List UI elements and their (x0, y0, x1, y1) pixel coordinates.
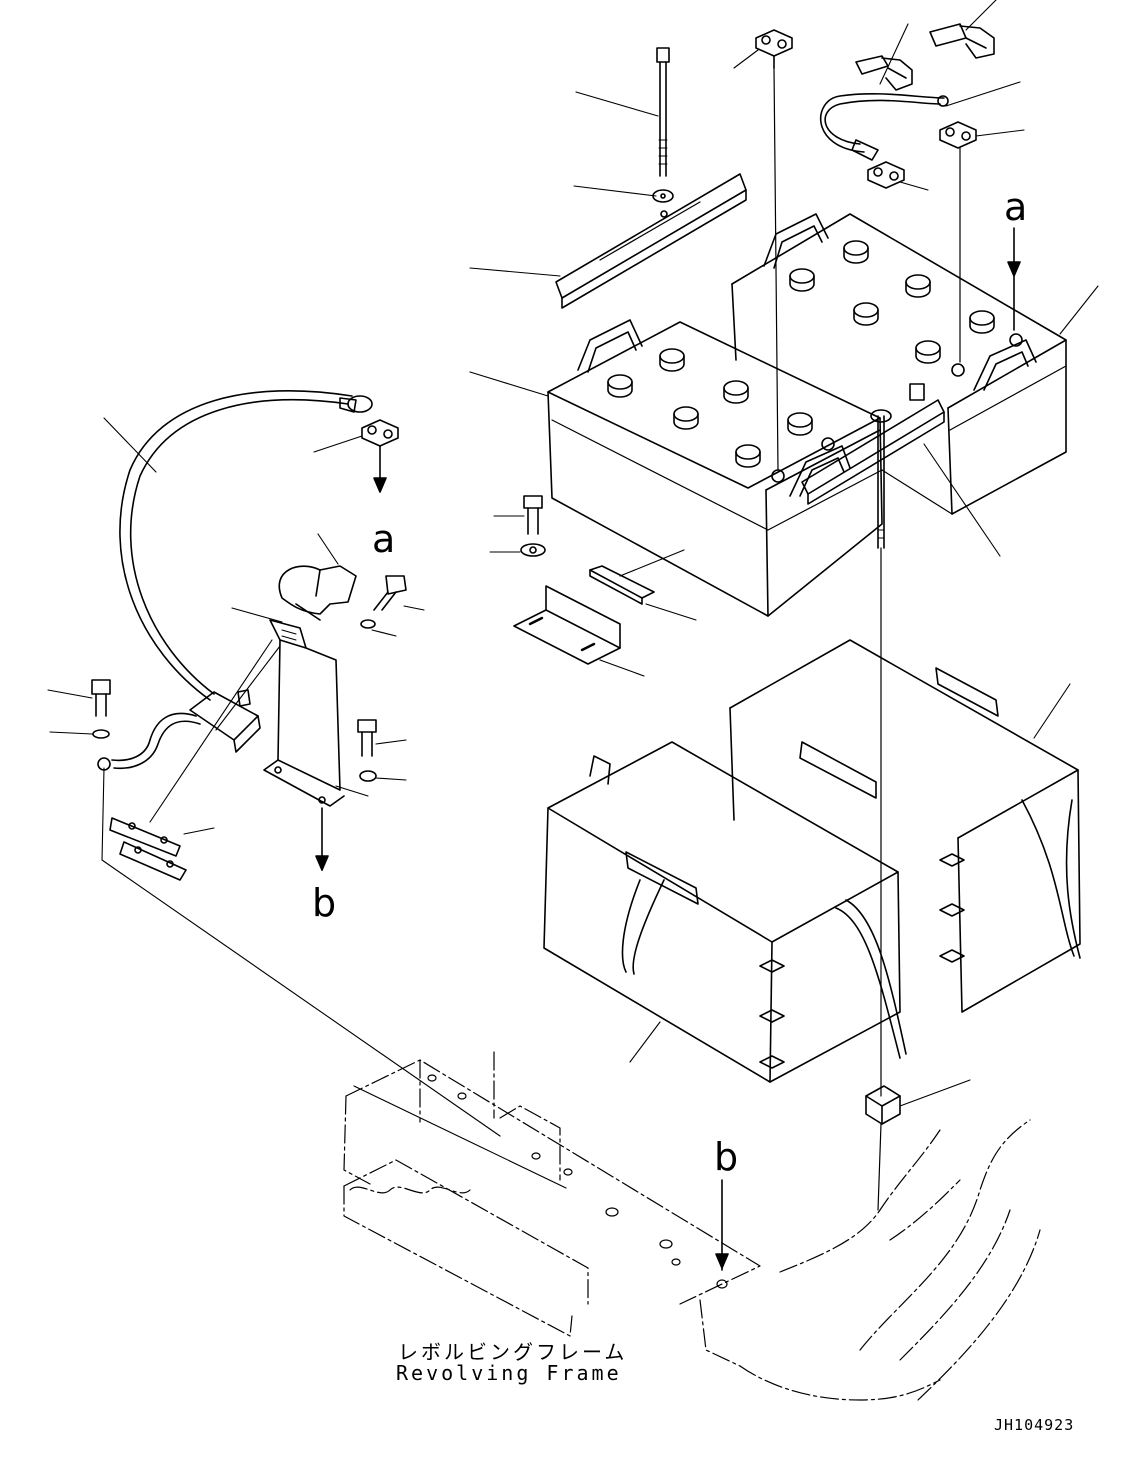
battery-front-handle-right (789, 445, 851, 497)
battery-rear-caps (789, 240, 995, 364)
terminal-clamp-middle (867, 161, 905, 189)
leader-lines (47, 0, 1099, 1189)
relay-bracket (263, 619, 345, 807)
battery-cover-rear (729, 639, 1081, 1013)
battery-rear (731, 213, 1067, 515)
ref-label-b-left: b (312, 881, 337, 925)
j-bolt-left (652, 47, 674, 203)
battery-front-handle-left (577, 319, 643, 373)
battery-front (547, 319, 883, 617)
ref-label-b-right: b (714, 1135, 739, 1179)
bracket-bolt-right (357, 719, 377, 782)
frame-label-japanese: レボルビングフレーム (398, 1340, 628, 1364)
left-bolt-upper (91, 679, 111, 739)
relay-bolt (360, 575, 407, 629)
angle-bracket (513, 585, 621, 665)
ref-label-a-left: a (372, 517, 396, 561)
spacer-block (865, 1085, 901, 1125)
terminal-cap-a (855, 55, 913, 91)
drawing-code: JH104923 (994, 1416, 1075, 1434)
battery-front-caps (607, 348, 813, 468)
battery-relay-cover (278, 565, 357, 621)
cover-tie-points (759, 853, 965, 1069)
ref-arrow-b-bracket (315, 807, 329, 871)
terminal-clamp-top-center (755, 29, 793, 69)
clip-plates (109, 817, 187, 881)
terminal-clamp-left (361, 419, 399, 493)
battery-rear-handle-right (973, 339, 1037, 391)
hold-down-bar-top (555, 173, 747, 309)
revolving-frame (343, 1051, 1041, 1401)
guide-line-terminal-center (773, 67, 779, 471)
battery-rear-handle-left (763, 213, 829, 269)
center-bolt (520, 495, 546, 557)
ref-arrow-b-frame (715, 1179, 729, 1271)
relay-switch-housing (189, 689, 261, 753)
battery-jumper-cable (819, 92, 949, 161)
guide-line-vertical-bolt (877, 547, 882, 1211)
ref-label-a-right: a (1004, 185, 1028, 229)
hold-down-bar-lower (801, 383, 945, 549)
terminal-clamp-right (939, 121, 977, 363)
battery-cover-front (543, 741, 965, 1083)
main-battery-cable (119, 390, 373, 701)
frame-label-english: Revolving Frame (396, 1361, 622, 1385)
rubber-pad (589, 565, 655, 605)
ref-arrow-a-right (1007, 227, 1021, 331)
terminal-cap-b (929, 23, 995, 59)
relay-short-cable (97, 712, 201, 771)
frame-holes (427, 1074, 728, 1289)
